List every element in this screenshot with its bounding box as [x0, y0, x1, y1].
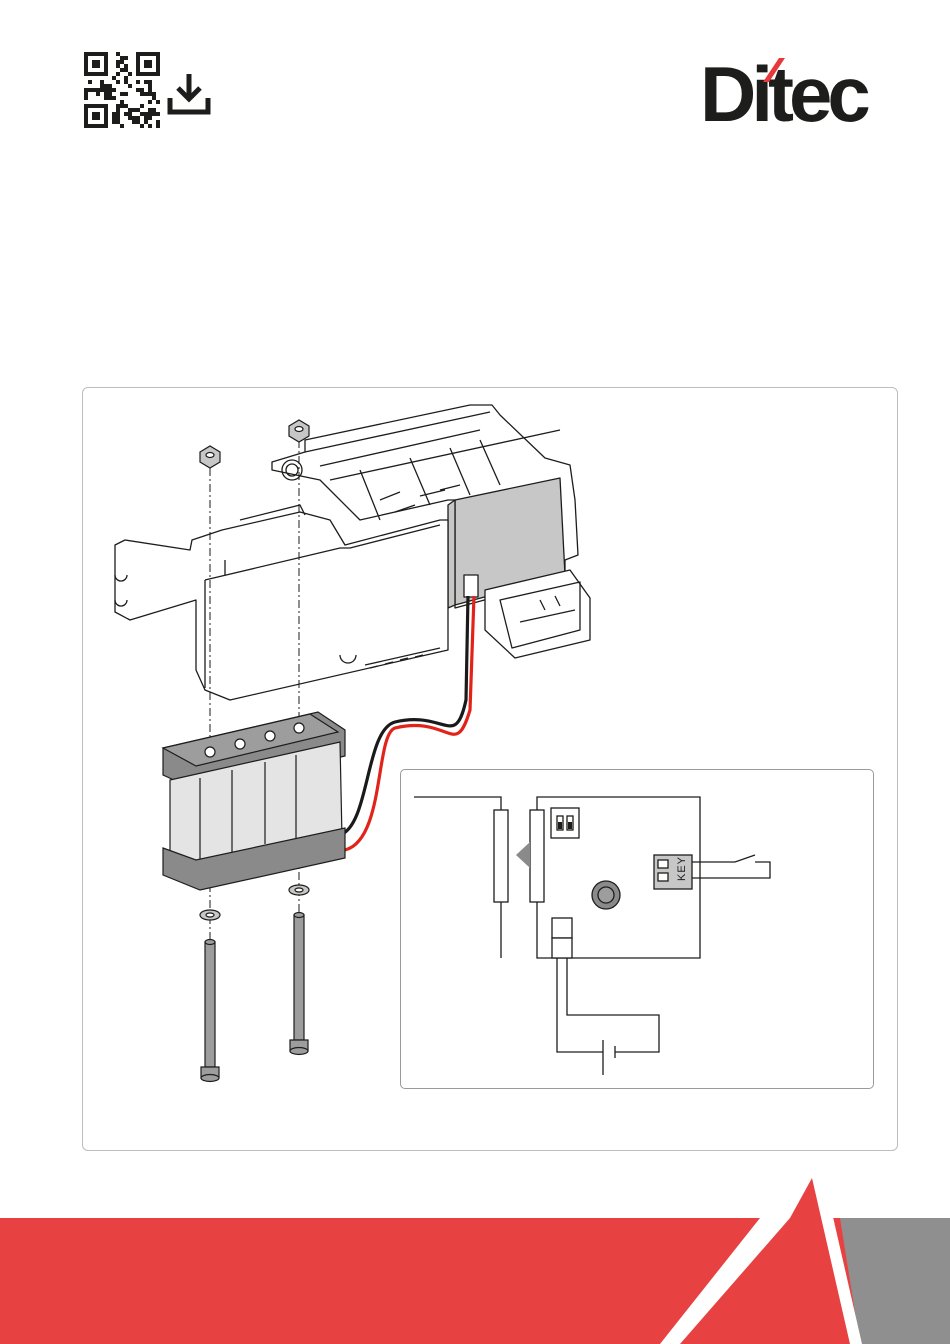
key-label: KEY: [676, 856, 688, 881]
wiring-schematic: [0, 0, 950, 1160]
footer-band: [0, 1160, 950, 1344]
